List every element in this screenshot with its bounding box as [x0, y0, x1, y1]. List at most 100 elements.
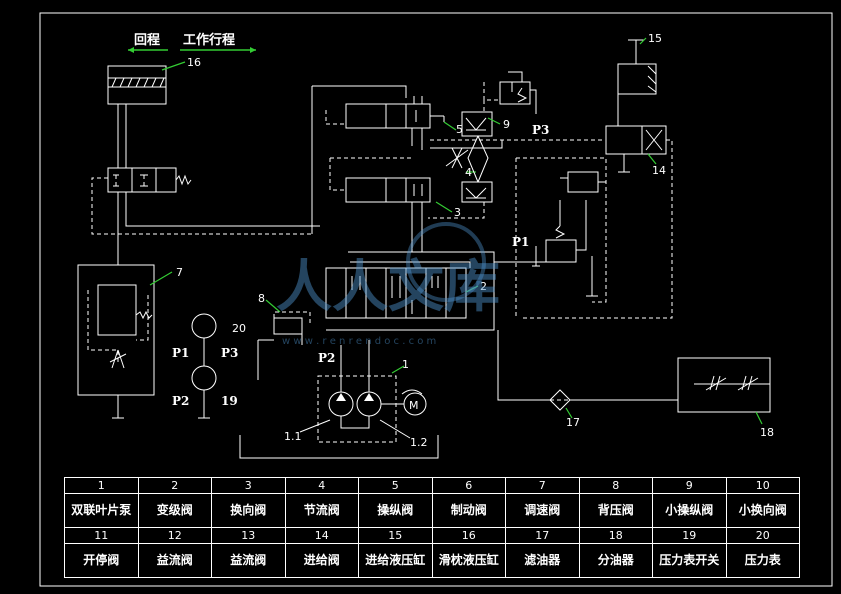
callout-20: 20: [232, 322, 246, 335]
callout-3: 3: [454, 206, 461, 219]
part-number: 11: [64, 527, 139, 544]
part-number: 10: [725, 477, 800, 494]
directional-valve-11: [107, 167, 192, 193]
port-p3-label: P3: [532, 123, 549, 137]
throttle-valve-4: [445, 147, 469, 169]
part-number: 14: [284, 527, 359, 544]
leader-15: [639, 37, 647, 45]
callout-1-1: 1.1: [284, 430, 302, 443]
part-name: 滤油器: [505, 543, 580, 578]
parts-number-row-1: 1 2 3 4 5 6 7 8 9 10: [64, 477, 800, 494]
part-name: 节流阀: [284, 493, 359, 528]
leader-16: [161, 61, 186, 71]
parts-name-row-1: 双联叶片泵 变级阀 换向阀 节流阀 操纵阀 制动阀 调速阀 背压阀 小操纵阀 小…: [64, 493, 800, 528]
work-stroke-label: 工作行程: [183, 32, 235, 48]
main-line-left: [125, 192, 320, 227]
callout-1-2: 1.2: [410, 436, 428, 449]
part-name: 分油器: [578, 543, 653, 578]
callout-17: 17: [566, 416, 580, 429]
callout-16: 16: [187, 56, 201, 69]
part-name: 压力表: [725, 543, 800, 578]
return-stroke-label: 回程: [134, 33, 160, 48]
feed-valve-14: [520, 125, 673, 319]
part-name: 益流阀: [211, 543, 286, 578]
watermark-ring: [406, 222, 486, 302]
callout-14: 14: [652, 164, 666, 177]
callout-1: 1: [402, 358, 409, 371]
part-number: 16: [431, 527, 506, 544]
part-name: 换向阀: [211, 493, 286, 528]
part-number: 9: [652, 477, 727, 494]
upper-circuit-outline: [311, 85, 407, 234]
part-name: 调速阀: [505, 493, 580, 528]
part-name: 进给阀: [284, 543, 359, 578]
oil-tank: [239, 435, 439, 459]
leader-9: [487, 117, 501, 125]
directional-valve-3: [329, 157, 431, 252]
part-number: 3: [211, 477, 286, 494]
leader-7: [149, 271, 173, 286]
callout-4: 4: [465, 166, 472, 179]
gauge-switch-19: [191, 365, 217, 391]
callout-5: 5: [456, 123, 463, 136]
part-number: 8: [578, 477, 653, 494]
callout-9: 9: [503, 118, 510, 131]
parts-number-row-2: 11 12 13 14 15 16 17 18 19 20: [64, 527, 800, 544]
part-number: 6: [431, 477, 506, 494]
relief-valve-13: [545, 239, 577, 263]
pilot-valve-9: [461, 71, 537, 203]
watermark-url: w w w . r e n r e n d o c . c o m: [282, 336, 436, 347]
callout-2: 2: [480, 280, 487, 293]
oil-distributor-18: [677, 357, 771, 413]
part-name: 操纵阀: [358, 493, 433, 528]
part-number: 17: [505, 527, 580, 544]
work-arrow-head: [250, 47, 256, 53]
gauge-p2-label: P2: [172, 394, 189, 408]
leader-1: [391, 365, 405, 374]
callout-8: 8: [258, 292, 265, 305]
part-number: 1: [64, 477, 139, 494]
gauge-19-label: 19: [221, 394, 238, 408]
manual-valve-5: [325, 96, 445, 150]
part-name: 开停阀: [64, 543, 139, 578]
pressure-gauge-20: [191, 313, 217, 339]
port-p2-label: P2: [318, 351, 335, 365]
part-name: 进给液压缸: [358, 543, 433, 578]
distributor-8: [258, 311, 311, 345]
ram-cylinder-16: [107, 65, 167, 168]
parts-list-table: 1 2 3 4 5 6 7 8 9 10 双联叶片泵 变级阀 换向阀 节流阀 操…: [64, 477, 800, 578]
part-name: 双联叶片泵: [64, 493, 139, 528]
part-name: 小操纵阀: [652, 493, 727, 528]
port-p1-label: P1: [512, 235, 529, 249]
part-number: 18: [578, 527, 653, 544]
part-number: 19: [652, 527, 727, 544]
leader-5: [443, 121, 457, 131]
part-name: 变级阀: [137, 493, 212, 528]
leader-14: [647, 153, 657, 165]
callout-18: 18: [760, 426, 774, 439]
leader-18: [755, 411, 763, 425]
pilot-line-left: [91, 177, 312, 235]
filter-17: [549, 389, 571, 411]
part-name: 制动阀: [431, 493, 506, 528]
callout-15: 15: [648, 32, 662, 45]
relief-valve-12: [567, 171, 599, 193]
gauge-p3-label: P3: [221, 346, 238, 360]
part-number: 7: [505, 477, 580, 494]
svg-text:M: M: [409, 399, 419, 412]
part-name: 小换向阀: [725, 493, 800, 528]
return-line: [497, 330, 552, 401]
pilot-box-right: [516, 157, 607, 303]
part-name: 益流阀: [137, 543, 212, 578]
drawing-frame: [39, 12, 833, 587]
part-number: 15: [358, 527, 433, 544]
part-number: 4: [284, 477, 359, 494]
gauge-p1-label: P1: [172, 346, 189, 360]
double-vane-pump-1: M: [317, 340, 427, 443]
feed-cylinder-15: [617, 39, 657, 126]
part-number: 5: [358, 477, 433, 494]
watermark-logo: 人人文库: [276, 255, 500, 320]
leader-17: [565, 407, 573, 419]
speed-change-valve-2: [325, 251, 495, 331]
